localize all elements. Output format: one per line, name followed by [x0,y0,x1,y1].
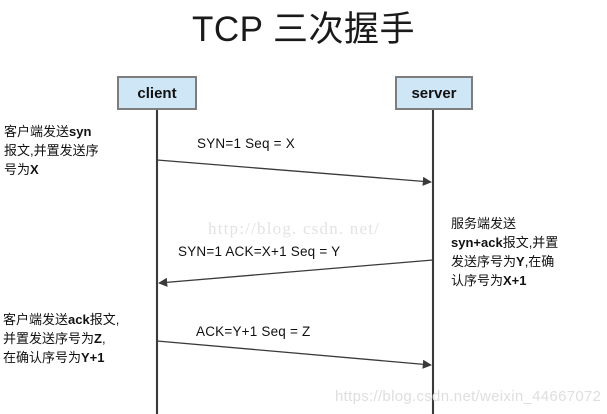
annotation-client-ack-line-2: 并置发送序号为Z, [3,331,106,346]
participant-label-server: server [411,84,457,102]
annotation-server-syn-ack-line-1: 服务端发送 [451,216,517,231]
annotation-server-syn-ack-line-3: 发送序号为Y,在确 [451,254,555,269]
message-arrow-2 [158,259,434,287]
participant-label-client: client [137,84,177,102]
annotation-client-ack: 客户端发送ack报文, 并置发送序号为Z, 在确认序号为Y+1 [3,310,148,367]
message-arrow-3 [156,340,432,369]
annotation-client-ack-line-3: 在确认序号为Y+1 [3,350,105,365]
annotation-server-syn-ack-line-4: 认序号为X+1 [451,273,527,288]
participant-box-client[interactable]: client [117,76,197,110]
message-label-3: ACK=Y+1 Seq = Z [196,324,311,339]
message-label-2: SYN=1 ACK=X+1 Seq = Y [178,244,341,259]
page-title: TCP 三次握手 [191,10,416,49]
message-arrow-1 [156,159,432,186]
annotation-client-syn: 客户端发送syn 报文,并置发送序 号为X [4,122,139,179]
annotation-client-syn-line-1: 客户端发送syn [4,124,92,139]
annotation-server-syn-ack: 服务端发送 syn+ack报文,并置 发送序号为Y,在确 认序号为X+1 [451,214,607,290]
participant-box-server[interactable]: server [395,76,473,110]
annotation-client-ack-line-1: 客户端发送ack报文, [3,312,120,327]
annotation-client-syn-line-2: 报文,并置发送序 [4,143,99,158]
annotation-server-syn-ack-line-2: syn+ack报文,并置 [451,235,559,250]
message-label-1: SYN=1 Seq = X [197,136,295,151]
annotation-client-syn-line-3: 号为X [4,162,39,177]
